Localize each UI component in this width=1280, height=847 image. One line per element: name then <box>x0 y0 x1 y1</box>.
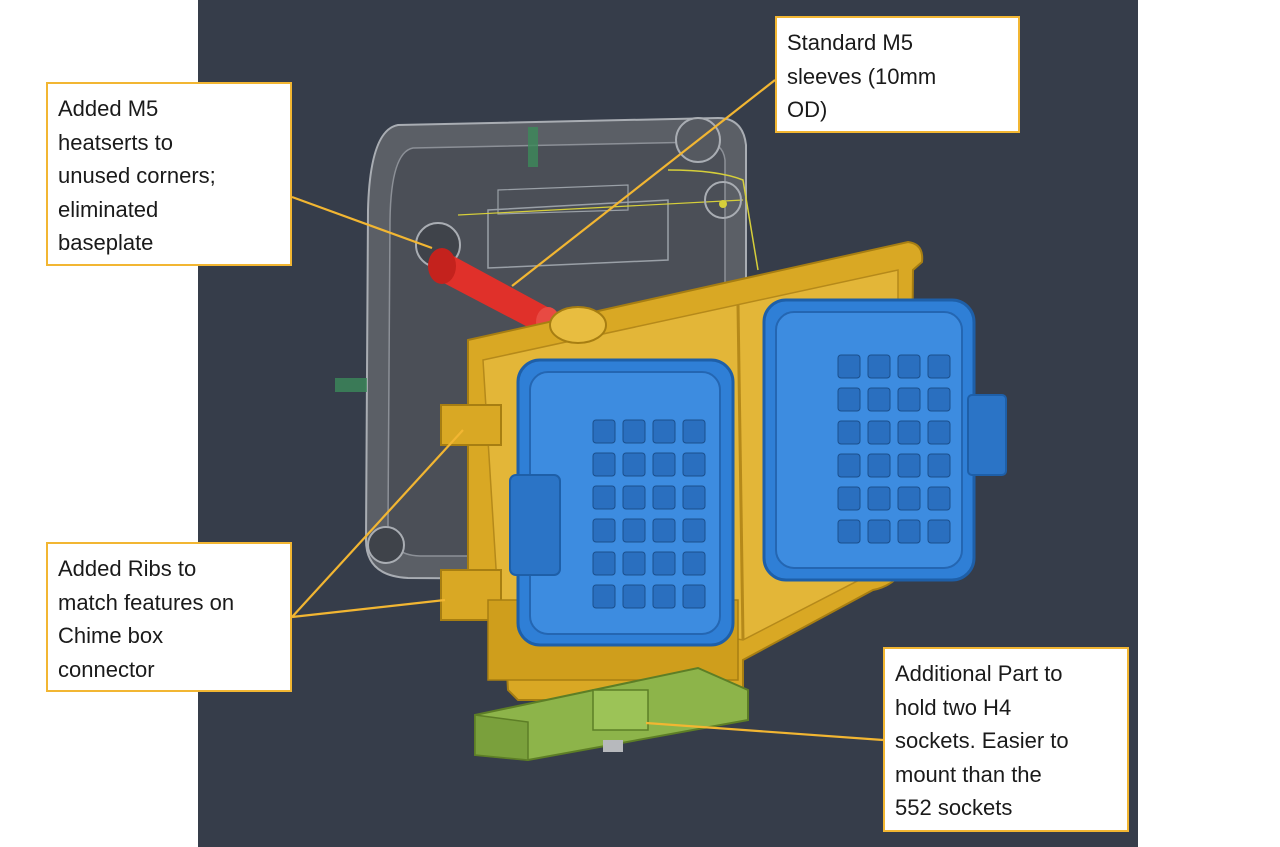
connector-pin-cavity <box>867 519 891 544</box>
h4-socket-bracket <box>474 666 749 762</box>
connector-pin-cavity <box>897 453 921 478</box>
connector-pin-cavity <box>837 519 861 544</box>
callout-sleeves: Standard M5 sleeves (10mm OD) <box>775 16 1020 133</box>
connector-pin-cavity <box>592 518 616 543</box>
connector-pin-cavity <box>867 354 891 379</box>
connector-pin-cavity <box>592 584 616 609</box>
connector-pin-cavity <box>927 387 951 412</box>
connector-pin-cavity <box>592 419 616 444</box>
connector-pin-cavity <box>867 387 891 412</box>
connector-pin-cavity <box>837 453 861 478</box>
connector-pin-cavity <box>622 518 646 543</box>
connector-pin-cavity <box>927 486 951 511</box>
connector-pin-cavity <box>622 452 646 477</box>
connector-pin-cavity <box>897 486 921 511</box>
connector-pin-cavity <box>927 420 951 445</box>
right-blue-connector <box>762 298 1007 582</box>
connector-pin-cavity <box>897 420 921 445</box>
connector-pin-cavity <box>682 485 706 510</box>
connector-pin-cavity <box>622 551 646 576</box>
connector-pin-cavity <box>867 486 891 511</box>
connector-pin-cavity <box>682 584 706 609</box>
connector-pin-cavity <box>592 485 616 510</box>
callout-ribs: Added Ribs to match features on Chime bo… <box>46 542 292 692</box>
connector-pin-cavity <box>897 354 921 379</box>
cad-model[interactable] <box>198 0 1138 847</box>
connector-pin-cavity <box>927 453 951 478</box>
connector-pin-cavity <box>652 452 676 477</box>
connector-pin-cavity <box>682 419 706 444</box>
connector-pin-cavity <box>682 551 706 576</box>
connector-pin-cavity <box>652 485 676 510</box>
left-blue-connector <box>509 358 735 647</box>
connector-pin-cavity <box>837 354 861 379</box>
connector-pin-cavity <box>622 419 646 444</box>
connector-pin-cavity <box>622 584 646 609</box>
connector-pin-cavity <box>652 518 676 543</box>
connector-pin-cavity <box>837 420 861 445</box>
connector-pin-cavity <box>867 453 891 478</box>
connector-pin-cavity <box>837 387 861 412</box>
connector-pin-cavity <box>927 519 951 544</box>
connector-pin-cavity <box>897 387 921 412</box>
connector-pin-cavity <box>867 420 891 445</box>
connector-pin-cavity <box>652 419 676 444</box>
connector-pin-cavity <box>592 452 616 477</box>
connector-pin-cavity <box>592 551 616 576</box>
callout-additional-part: Additional Part to hold two H4 sockets. … <box>883 647 1129 832</box>
connector-pin-cavity <box>622 485 646 510</box>
callout-heatserts: Added M5 heatserts to unused corners; el… <box>46 82 292 266</box>
connector-pin-cavity <box>652 551 676 576</box>
connector-pin-cavity <box>682 518 706 543</box>
connector-pin-cavity <box>682 452 706 477</box>
connector-pin-cavity <box>927 354 951 379</box>
connector-pin-cavity <box>897 519 921 544</box>
connector-pin-cavity <box>837 486 861 511</box>
connector-pin-cavity <box>652 584 676 609</box>
